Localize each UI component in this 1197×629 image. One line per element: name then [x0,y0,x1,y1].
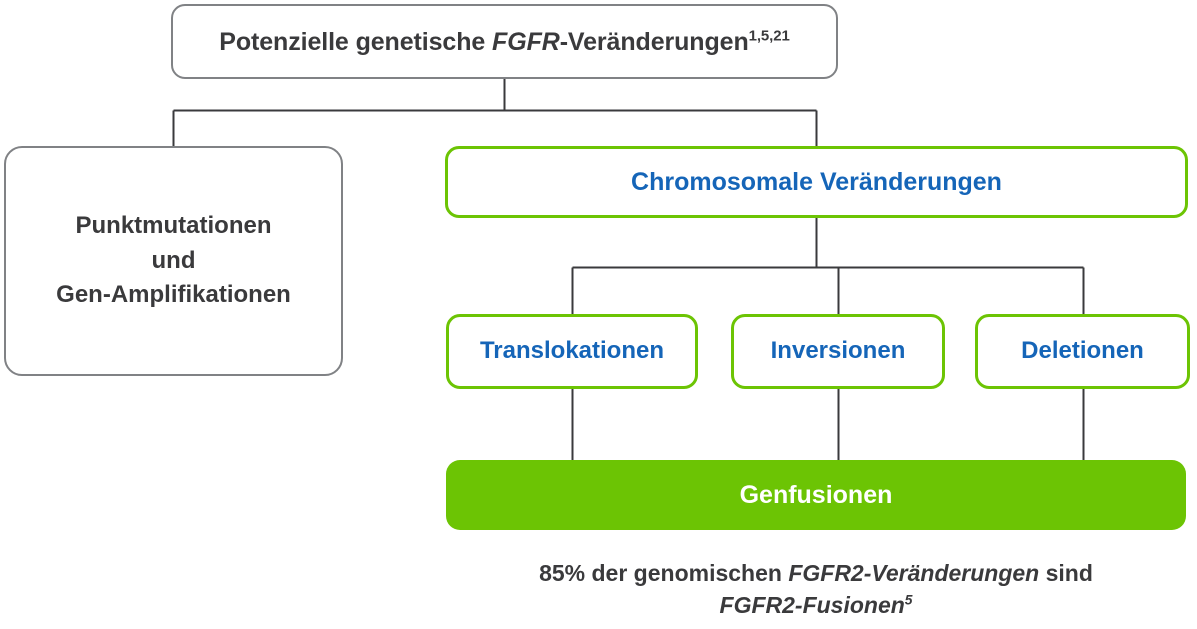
node-root-label: Potenzielle genetische FGFR-Veränderunge… [209,26,799,58]
node-point-mutations-label: Punktmutationen und Gen-Amplifikationen [46,209,301,313]
node-deletions-label: Deletionen [1021,337,1144,365]
caption-line-2: FGFR2-Fusionen5 [720,592,913,618]
node-potential-genetic-alterations: Potenzielle genetische FGFR-Veränderunge… [171,4,838,79]
caption-text-before: 85% der genomischen [539,560,789,586]
node-deletions: Deletionen [975,314,1190,389]
point-mutations-line-1: Punktmutationen [75,211,272,239]
caption-gene-1: FGFR2-Veränderungen [788,560,1040,586]
caption-line-1: 85% der genomischen FGFR2-Veränderungen … [539,560,1093,586]
node-translocations-label: Translokationen [479,337,665,365]
root-gene-name: FGFR [492,27,560,56]
caption-superscript: 5 [904,592,913,608]
node-gene-fusions-label: Genfusionen [739,481,893,509]
point-mutations-line-2: und [151,246,196,274]
caption-gene-2: FGFR2-Fusionen [719,591,905,618]
root-superscript: 1,5,21 [748,27,790,45]
node-point-mutations-and-gene-amplifications: Punktmutationen und Gen-Amplifikationen [4,146,343,376]
node-translocations: Translokationen [446,314,698,389]
node-chromosomal-label: Chromosomale Veränderungen [631,168,1002,196]
node-gene-fusions: Genfusionen [446,460,1186,530]
node-chromosomal-alterations: Chromosomale Veränderungen [445,146,1188,218]
node-inversions: Inversionen [731,314,945,389]
node-inversions-label: Inversionen [770,337,906,365]
caption-text-after: sind [1039,560,1093,586]
root-text-after: -Veränderungen [559,27,749,56]
root-text-before: Potenzielle genetische [219,27,493,56]
point-mutations-line-3: Gen-Amplifikationen [56,281,291,309]
diagram-caption: 85% der genomischen FGFR2-Veränderungen … [446,558,1186,621]
